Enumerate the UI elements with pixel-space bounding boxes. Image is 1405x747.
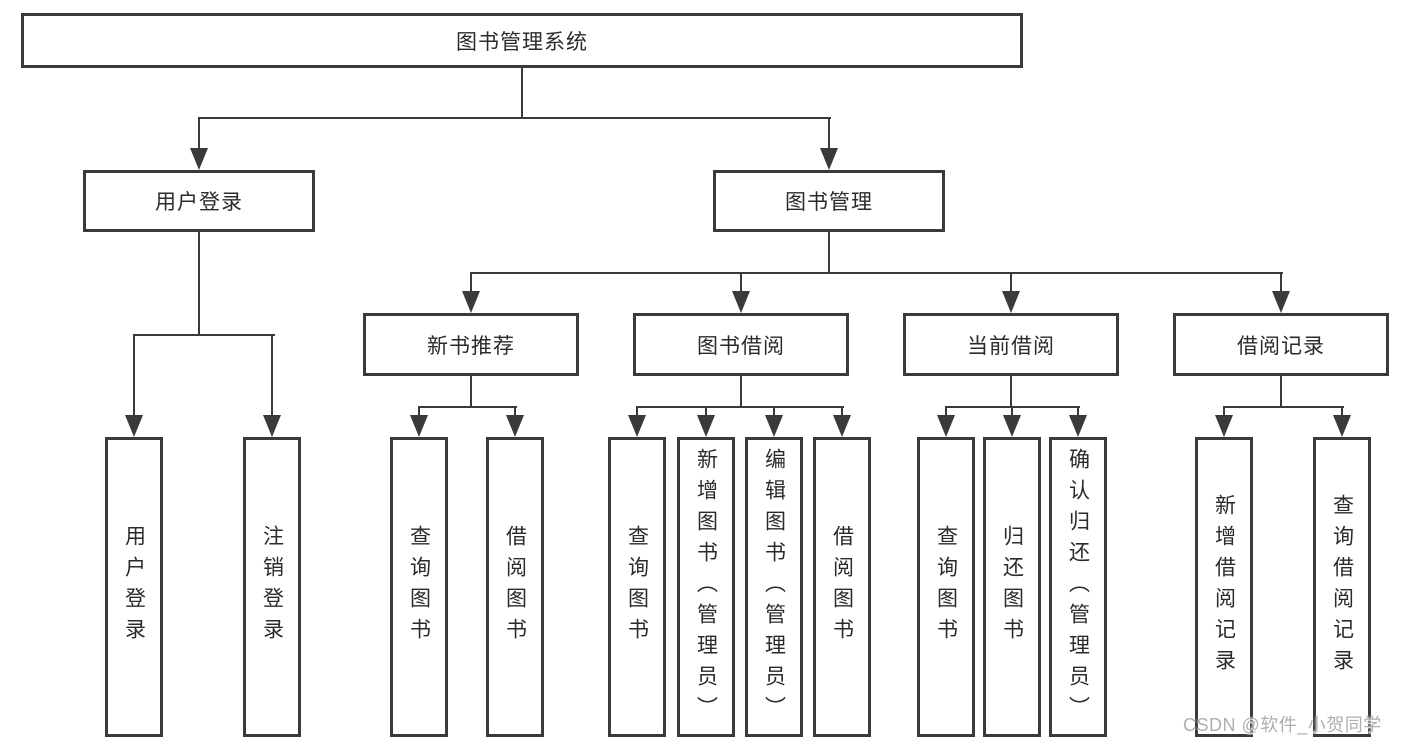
leaf-borrow-books: 借阅图书 bbox=[813, 437, 871, 737]
connector-drop bbox=[514, 406, 516, 420]
connector-drop bbox=[1280, 272, 1282, 296]
connector-drop bbox=[418, 406, 420, 420]
connector-drop bbox=[1011, 406, 1013, 420]
leaf-label: 注销登录 bbox=[260, 525, 284, 649]
arrow-down-icon bbox=[765, 415, 783, 437]
arrow-down-icon bbox=[1215, 415, 1233, 437]
node-book-management: 图书管理 bbox=[713, 170, 945, 232]
connector-bookmgmt-rail bbox=[470, 272, 1283, 274]
connector-rail bbox=[636, 406, 844, 408]
connector-drop bbox=[198, 117, 200, 151]
leaf-label: 编辑图书（管理员） bbox=[762, 447, 786, 727]
connector-drop bbox=[133, 334, 135, 420]
node-user-login: 用户登录 bbox=[83, 170, 315, 232]
connector-drop bbox=[636, 406, 638, 420]
leaf-borrow-books-recommend: 借阅图书 bbox=[486, 437, 544, 737]
connector-rail bbox=[418, 406, 517, 408]
connector-stem bbox=[740, 376, 742, 408]
leaf-confirm-return-admin: 确认归还（管理员） bbox=[1049, 437, 1107, 737]
arrow-down-icon bbox=[462, 291, 480, 313]
leaf-label: 确认归还（管理员） bbox=[1066, 447, 1090, 727]
connector-drop bbox=[705, 406, 707, 420]
arrow-down-icon bbox=[1069, 415, 1087, 437]
leaf-return-books: 归还图书 bbox=[983, 437, 1041, 737]
connector-stem bbox=[470, 376, 472, 408]
leaf-query-books-recommend: 查询图书 bbox=[390, 437, 448, 737]
leaf-query-books-current: 查询图书 bbox=[917, 437, 975, 737]
leaf-label: 借阅图书 bbox=[830, 525, 854, 649]
connector-drop bbox=[945, 406, 947, 420]
leaf-label: 查询图书 bbox=[407, 525, 431, 649]
leaf-query-borrow-record: 查询借阅记录 bbox=[1313, 437, 1371, 737]
node-book-borrowing: 图书借阅 bbox=[633, 313, 849, 376]
leaf-query-books-borrowing: 查询图书 bbox=[608, 437, 666, 737]
connector-userlogin-rail bbox=[133, 334, 275, 336]
arrow-down-icon bbox=[628, 415, 646, 437]
arrow-down-icon bbox=[697, 415, 715, 437]
connector-drop bbox=[1010, 272, 1012, 296]
connector-drop bbox=[1341, 406, 1343, 420]
node-borrowing-records: 借阅记录 bbox=[1173, 313, 1389, 376]
connector-stem bbox=[1010, 376, 1012, 408]
node-root: 图书管理系统 bbox=[21, 13, 1023, 68]
leaf-label: 新增借阅记录 bbox=[1212, 494, 1236, 680]
leaf-label: 新增图书（管理员） bbox=[694, 447, 718, 727]
connector-root-rail bbox=[198, 117, 831, 119]
connector-drop bbox=[271, 334, 273, 420]
arrow-down-icon bbox=[937, 415, 955, 437]
arrow-down-icon bbox=[125, 415, 143, 437]
node-new-book-recommend: 新书推荐 bbox=[363, 313, 579, 376]
connector-drop bbox=[773, 406, 775, 420]
arrow-down-icon bbox=[833, 415, 851, 437]
arrow-down-icon bbox=[820, 148, 838, 170]
connector-stem bbox=[1280, 376, 1282, 408]
connector-drop bbox=[470, 272, 472, 296]
leaf-label: 用户登录 bbox=[122, 525, 146, 649]
arrow-down-icon bbox=[1002, 291, 1020, 313]
node-current-borrowing: 当前借阅 bbox=[903, 313, 1119, 376]
leaf-add-books-admin: 新增图书（管理员） bbox=[677, 437, 735, 737]
connector-userlogin-stem bbox=[198, 232, 200, 336]
leaf-label: 借阅图书 bbox=[503, 525, 527, 649]
csdn-watermark: CSDN @软件_小贺同学 bbox=[1183, 715, 1382, 735]
arrow-down-icon bbox=[506, 415, 524, 437]
arrow-down-icon bbox=[1003, 415, 1021, 437]
connector-drop bbox=[841, 406, 843, 420]
connector-bookmgmt-stem bbox=[828, 232, 830, 274]
leaf-user-login: 用户登录 bbox=[105, 437, 163, 737]
arrow-down-icon bbox=[1272, 291, 1290, 313]
leaf-label: 查询借阅记录 bbox=[1330, 494, 1354, 680]
connector-drop bbox=[1077, 406, 1079, 420]
leaf-label: 归还图书 bbox=[1000, 525, 1024, 649]
leaf-add-borrow-record: 新增借阅记录 bbox=[1195, 437, 1253, 737]
connector-drop bbox=[828, 117, 830, 151]
leaf-edit-books-admin: 编辑图书（管理员） bbox=[745, 437, 803, 737]
arrow-down-icon bbox=[410, 415, 428, 437]
arrow-down-icon bbox=[263, 415, 281, 437]
connector-drop bbox=[740, 272, 742, 296]
arrow-down-icon bbox=[190, 148, 208, 170]
connector-rail bbox=[1223, 406, 1344, 408]
leaf-logout: 注销登录 bbox=[243, 437, 301, 737]
arrow-down-icon bbox=[1333, 415, 1351, 437]
arrow-down-icon bbox=[732, 291, 750, 313]
connector-root-stem bbox=[521, 68, 523, 119]
connector-drop bbox=[1223, 406, 1225, 420]
leaf-label: 查询图书 bbox=[625, 525, 649, 649]
leaf-label: 查询图书 bbox=[934, 525, 958, 649]
